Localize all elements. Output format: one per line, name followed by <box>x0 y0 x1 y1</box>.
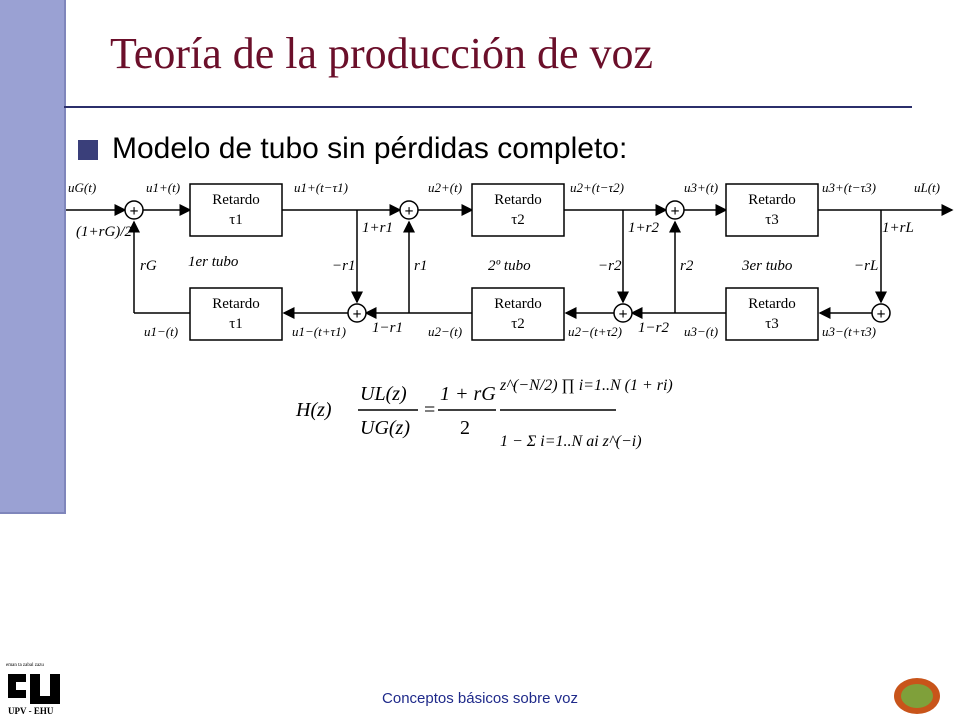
transfer-function-formula: H(z) UL(z) UG(z) = 1 + rG 2 z^(−N/2) ∏ i… <box>295 377 673 450</box>
gain-label: 1−r2 <box>638 320 669 336</box>
sum-symbol: + <box>670 203 679 220</box>
block-label: Retardo <box>748 192 795 208</box>
gain-label: 1+rL <box>882 220 914 236</box>
delay-block-top-3 <box>725 183 819 237</box>
delay-block-bottom-2 <box>471 287 565 341</box>
formula-ul: UL(z) <box>360 383 407 405</box>
university-logo: eman ta zabal zazu UPV - EHU <box>4 660 64 721</box>
block-label: Retardo <box>494 296 541 312</box>
sum-symbol: + <box>129 203 138 220</box>
sum-symbol: + <box>876 306 885 323</box>
delay-block-top-1 <box>189 183 283 237</box>
gain-label: r2 <box>680 258 694 274</box>
sum-junction <box>347 303 367 323</box>
formula-product: z^(−N/2) ∏ i=1..N (1 + ri) <box>499 377 673 394</box>
sum-junction <box>399 200 419 220</box>
signal-label: u1+(t−τ1) <box>294 180 348 195</box>
signal-label: u2+(t) <box>428 180 462 195</box>
signal-label: u1−(t+τ1) <box>292 324 346 339</box>
gain-label: (1+rG)/2 <box>76 224 132 240</box>
gain-label: 1+r2 <box>628 220 659 236</box>
signal-label: u2−(t) <box>428 324 462 339</box>
delay-block-bottom-1 <box>189 287 283 341</box>
delay-block-top-2 <box>471 183 565 237</box>
sum-symbol: + <box>404 203 413 220</box>
block-delay: τ3 <box>765 316 779 332</box>
decorative-sidebar <box>0 0 66 514</box>
formula-h: H(z) <box>295 399 332 421</box>
signal-label: u3+(t−τ3) <box>822 180 876 195</box>
formula-ug: UG(z) <box>360 417 410 439</box>
sum-symbol: + <box>618 306 627 323</box>
signal-label: u2+(t−τ2) <box>570 180 624 195</box>
logo-tagline: eman ta zabal zazu <box>6 663 44 668</box>
block-delay: τ1 <box>229 212 243 228</box>
formula-denominator: 1 − Σ i=1..N ai z^(−i) <box>500 433 642 450</box>
formula-gain-num: 1 + rG <box>440 383 496 405</box>
sum-junction <box>613 303 633 323</box>
title-rule <box>64 106 912 108</box>
sum-symbol: + <box>352 306 361 323</box>
block-label: Retardo <box>212 296 259 312</box>
gain-label: −rL <box>854 258 878 274</box>
gain-label: rG <box>140 258 157 274</box>
block-label: Retardo <box>494 192 541 208</box>
gain-label: r1 <box>414 258 427 274</box>
delay-block-bottom-3 <box>725 287 819 341</box>
gain-label: 1−r1 <box>372 320 403 336</box>
tube-label: 3er tubo <box>741 258 793 274</box>
slide-title: Teoría de la producción de voz <box>110 29 654 78</box>
signal-label: u3+(t) <box>684 180 718 195</box>
signal-label: uL(t) <box>914 180 940 195</box>
sum-junction <box>665 200 685 220</box>
signal-label: u3−(t) <box>684 324 718 339</box>
block-label: Retardo <box>748 296 795 312</box>
formula-eq: = <box>424 399 435 421</box>
block-delay: τ1 <box>229 316 243 332</box>
bullet-text: Modelo de tubo sin pérdidas completo: <box>112 132 628 165</box>
decorative-emblem <box>892 676 942 721</box>
signal-label: u1−(t) <box>144 324 178 339</box>
signal-label: u3−(t+τ3) <box>822 324 876 339</box>
gain-label: −r1 <box>332 258 355 274</box>
formula-gain-den: 2 <box>460 417 470 439</box>
tube-label: 2º tubo <box>488 258 531 274</box>
logo-name: UPV - EHU <box>8 706 54 716</box>
signal-label: u1+(t) <box>146 180 180 195</box>
footer-caption: Conceptos básicos sobre voz <box>382 690 578 707</box>
block-delay: τ2 <box>511 212 525 228</box>
block-label: Retardo <box>212 192 259 208</box>
sum-junction <box>124 200 144 220</box>
sum-junction <box>871 303 891 323</box>
tube-label: 1er tubo <box>188 254 239 270</box>
signal-label: uG(t) <box>68 180 96 195</box>
gain-label: 1+r1 <box>362 220 393 236</box>
block-delay: τ3 <box>765 212 779 228</box>
signal-label: u2−(t+τ2) <box>568 324 622 339</box>
bullet-square-icon <box>78 140 98 160</box>
gain-label: −r2 <box>598 258 622 274</box>
block-delay: τ2 <box>511 316 525 332</box>
